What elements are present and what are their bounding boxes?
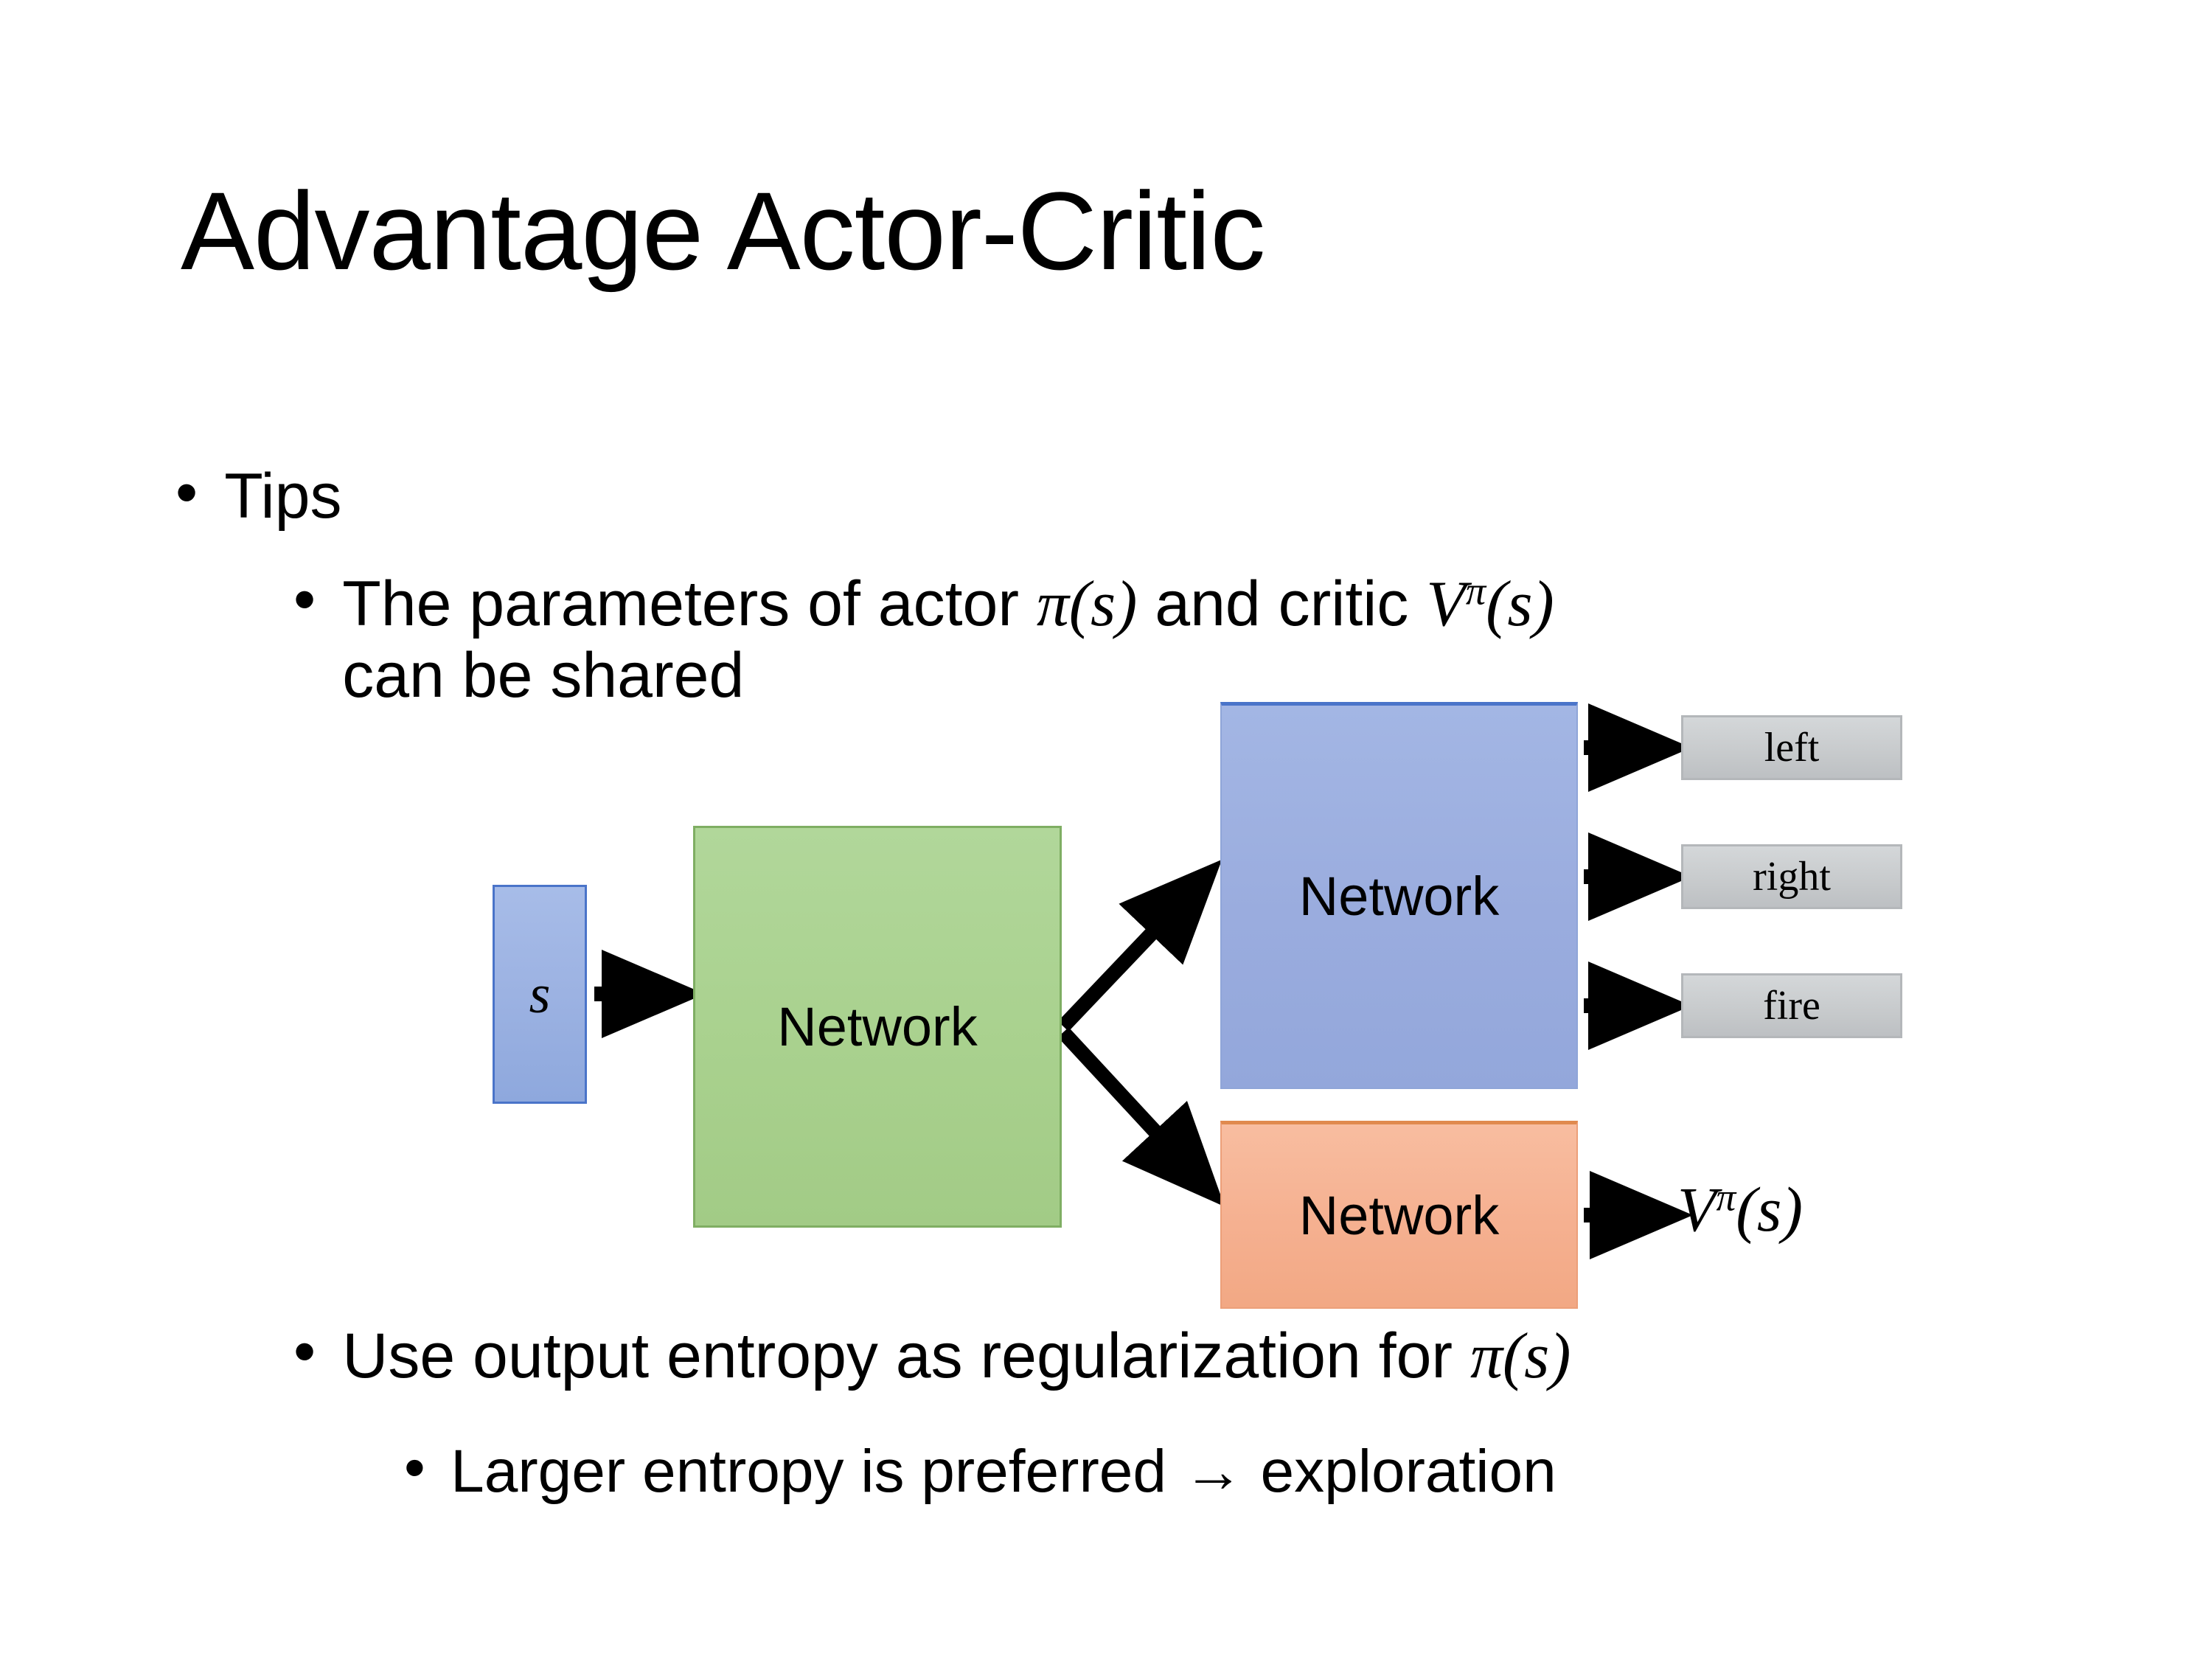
action-output-fire-label: fire (1763, 983, 1820, 1029)
actor-network-box[interactable]: Network (1220, 702, 1578, 1089)
value-output-argument: (s) (1736, 1174, 1804, 1245)
bullet-shared-parameters: • The parameters of actor π(s) and criti… (293, 568, 1554, 712)
bullet-tips: • Tips (175, 461, 342, 532)
value-function-superscript: π (1465, 568, 1486, 613)
bullet-entropy-text: Use output entropy as regularization for… (342, 1320, 1571, 1392)
state-input-label: s (529, 964, 551, 1025)
state-input-box[interactable]: s (493, 885, 587, 1104)
action-output-right-label: right (1753, 854, 1831, 900)
arrow-shared-to-actor (1057, 859, 1222, 1032)
bullet-marker-icon: • (293, 1316, 316, 1387)
action-output-left[interactable]: left (1681, 715, 1902, 780)
bullet-larger-entropy-label: Larger entropy is preferred → exploratio… (451, 1438, 1557, 1505)
value-function-argument: (s) (1486, 568, 1554, 639)
value-output-superscript: π (1716, 1175, 1736, 1220)
value-output-label: Vπ(s) (1677, 1172, 1803, 1246)
policy-pi-of-s-math: π(s) (1036, 568, 1138, 639)
shared-params-text-middle: and critic (1137, 568, 1427, 639)
bullet-tips-label: Tips (224, 461, 342, 532)
shared-network-box[interactable]: Network (693, 826, 1062, 1228)
action-output-fire[interactable]: fire (1681, 973, 1902, 1038)
critic-network-box[interactable]: Network (1220, 1121, 1578, 1309)
bullet-marker-icon: • (175, 457, 198, 528)
arrow-shared-to-critic (1057, 1027, 1225, 1207)
shared-network-label: Network (777, 995, 978, 1057)
policy-pi-of-s-math: π(s) (1470, 1320, 1571, 1391)
value-function-math: Vπ(s) (1426, 568, 1554, 639)
action-output-right[interactable]: right (1681, 844, 1902, 909)
bullet-shared-parameters-text: The parameters of actor π(s) and critic … (342, 568, 1554, 712)
bullet-entropy-regularization: • Use output entropy as regularization f… (293, 1320, 1571, 1392)
action-output-left-label: left (1764, 725, 1820, 771)
shared-params-line-two: can be shared (342, 640, 745, 712)
value-output-base: V (1677, 1174, 1717, 1245)
page-title: Advantage Actor-Critic (181, 169, 1265, 293)
shared-params-text-before: The parameters of actor (342, 568, 1037, 639)
bullet-larger-entropy: • Larger entropy is preferred → explorat… (404, 1438, 1557, 1506)
entropy-text-before: Use output entropy as regularization for (342, 1321, 1470, 1391)
actor-network-label: Network (1298, 866, 1500, 927)
bullet-marker-icon: • (293, 564, 316, 635)
bullet-marker-icon: • (404, 1434, 425, 1501)
critic-network-label: Network (1298, 1185, 1500, 1246)
value-function-base: V (1426, 568, 1466, 639)
